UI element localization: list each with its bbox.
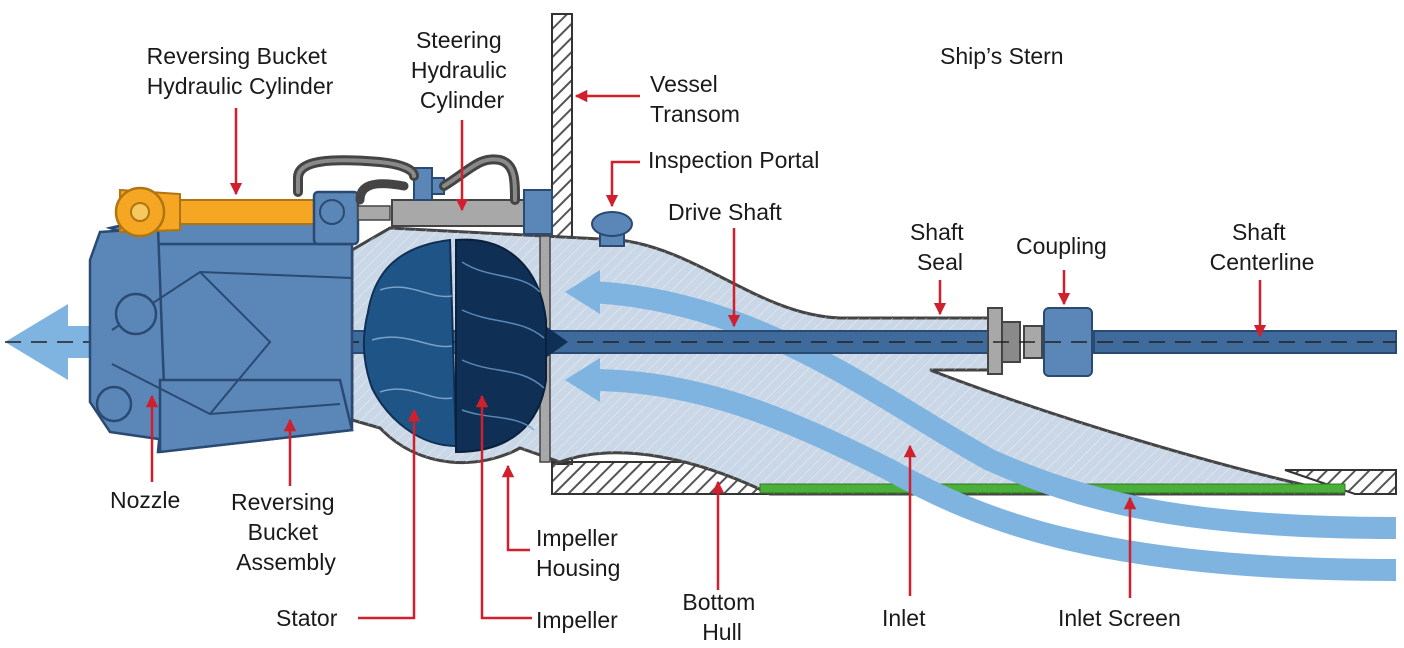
label-shaft-seal: Shaft Seal	[910, 219, 970, 275]
label-drive-shaft: Drive Shaft	[668, 199, 782, 225]
label-ships-stern: Ship’s Stern	[940, 43, 1064, 69]
reversing-bucket-cylinder	[180, 200, 320, 224]
label-vessel-transom: Vessel Transom	[650, 71, 740, 127]
reversing-bucket-assembly-plate	[160, 380, 352, 452]
label-bottom-hull: Bottom Hull	[682, 589, 761, 645]
bucket-pivot-upper	[116, 294, 156, 334]
label-inspection-portal: Inspection Portal	[648, 147, 819, 173]
inspection-portal-cap	[592, 212, 632, 236]
label-inlet: Inlet	[882, 605, 926, 631]
label-inlet-screen: Inlet Screen	[1058, 605, 1181, 631]
steering-rod	[358, 206, 390, 220]
label-steering-cylinder: Steering Hydraulic Cylinder	[411, 27, 513, 113]
label-shaft-centerline: Shaft Centerline	[1210, 219, 1315, 275]
label-stator: Stator	[276, 605, 338, 631]
label-impeller-housing: Impeller Housing	[536, 525, 624, 581]
steering-cylinder-mount	[524, 190, 552, 234]
cylinder-mount-pin	[320, 200, 344, 224]
bucket-pivot-lower	[97, 387, 131, 421]
label-reversing-bucket-assembly: Reversing Bucket Assembly	[231, 489, 341, 575]
label-nozzle: Nozzle	[110, 487, 180, 513]
outer-shaft	[1094, 331, 1396, 353]
steering-cylinder	[392, 200, 524, 226]
shaft-seal	[988, 308, 1002, 374]
cylinder-eye-pin	[131, 203, 149, 221]
label-coupling: Coupling	[1016, 233, 1107, 259]
label-impeller: Impeller	[536, 607, 618, 633]
label-reversing-bucket-cylinder: Reversing Bucket Hydraulic Cylinder	[147, 43, 334, 99]
hydraulic-hose-3	[360, 184, 404, 200]
